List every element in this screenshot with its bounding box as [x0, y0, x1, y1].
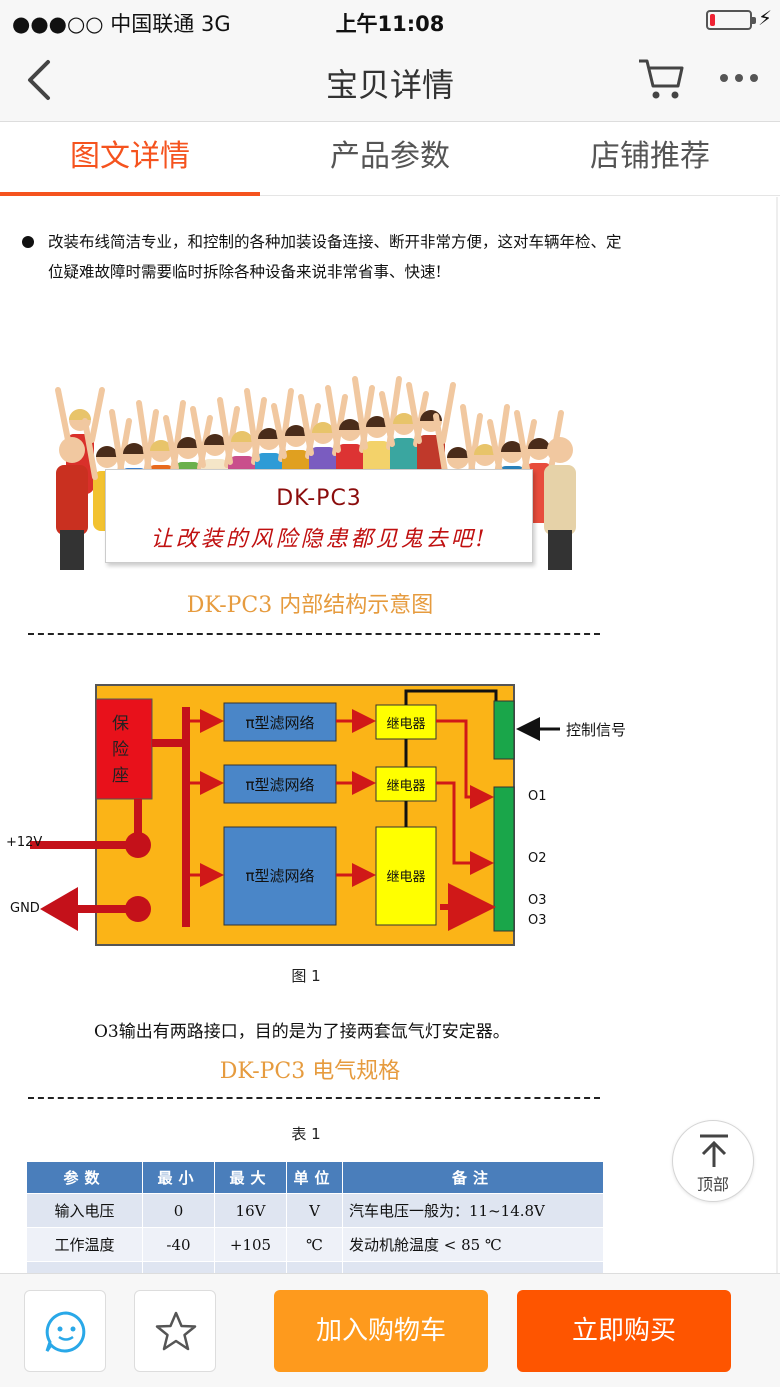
gnd-label: GND: [10, 901, 40, 916]
nav-bar: 宝贝详情: [0, 40, 780, 122]
table-header: 最大: [214, 1161, 287, 1194]
relay-label-2: 继电器: [386, 779, 426, 794]
output-o3b: O3: [528, 913, 547, 928]
back-button[interactable]: [22, 58, 62, 102]
output-o3a: O3: [528, 893, 547, 908]
plus12v-label: +12V: [6, 835, 43, 850]
table-header: 单位: [286, 1161, 343, 1194]
chevron-left-icon: [28, 60, 50, 100]
table-cell: 工作温度: [26, 1227, 143, 1262]
detail-tabs: 图文详情 产品参数 店铺推荐: [0, 122, 780, 196]
clock: 上午11:08: [335, 12, 445, 36]
table-cell: 16V: [214, 1193, 287, 1228]
output-o2: O2: [528, 851, 547, 866]
add-to-cart-button[interactable]: 加入购物车: [274, 1290, 488, 1372]
charging-icon: ⚡: [757, 6, 772, 30]
table-cell: ℃: [286, 1227, 343, 1262]
table-row: [26, 1261, 604, 1273]
filter-label-2: π型滤网络: [245, 776, 315, 794]
table-row: 输入电压 0 16V V 汽车电压一般为：11~14.8V: [26, 1193, 604, 1228]
table-cell: 发动机舱温度 < 85 ℃: [342, 1227, 604, 1262]
table-cell: 输入电压: [26, 1193, 143, 1228]
tab-graphic-details[interactable]: 图文详情: [0, 122, 260, 196]
filter-label-3: π型滤网络: [245, 867, 315, 885]
carrier-signal: ●●●○○ 中国联通 3G: [12, 12, 231, 36]
divider: [28, 1097, 600, 1099]
arrow-up-icon: [700, 1134, 728, 1167]
divider: [28, 633, 600, 635]
table-header: 参数: [26, 1161, 143, 1194]
banner-slogan: 让改装的风险隐患都见鬼去吧!: [150, 527, 488, 552]
tab-product-params[interactable]: 产品参数: [330, 139, 450, 174]
relay-label-1: 继电器: [386, 717, 426, 732]
favorite-button[interactable]: [134, 1290, 216, 1372]
relay-label-3: 继电器: [386, 870, 426, 885]
cart-button[interactable]: [636, 56, 686, 102]
back-to-top-button[interactable]: 顶部: [672, 1120, 754, 1202]
spec-table: 参数 最小 最大 单位 备注 输入电压 0 16V V 汽车电压一般为：11~1…: [26, 1161, 604, 1273]
table-cell: +105: [214, 1227, 287, 1262]
filter-label-1: π型滤网络: [245, 714, 315, 732]
tab-shop-recommend[interactable]: 店铺推荐: [590, 139, 710, 174]
fuse-label: 保险座: [112, 714, 129, 786]
battery-icon: [706, 10, 756, 30]
more-icon: [720, 74, 758, 82]
structure-diagram: 保险座 π型滤网络 π型滤网络 π型滤网络 继电器 继电器 继电器 控制信号 +…: [0, 677, 640, 987]
table-cell: -40: [142, 1227, 215, 1262]
control-signal-label: 控制信号: [566, 721, 627, 739]
table-cell: 0: [142, 1193, 215, 1228]
bottom-action-bar: 加入购物车 立即购买: [0, 1273, 780, 1387]
table-row: 工作温度 -40 +105 ℃ 发动机舱温度 < 85 ℃: [26, 1227, 604, 1262]
table-cell: V: [286, 1193, 343, 1228]
intro-text: 改装布线简洁专业，和控制的各种加装设备连接、断开非常方便，这对车辆年检、定位疑难…: [48, 233, 622, 281]
page-title: 宝贝详情: [325, 66, 454, 104]
output-o1: O1: [528, 789, 547, 804]
output-note: O3输出有两路接口，目的是为了接两套氙气灯安定器。: [94, 1022, 510, 1042]
table-cell: 汽车电压一般为：11~14.8V: [342, 1193, 604, 1228]
table-header: 备注: [342, 1161, 604, 1194]
more-menu-button[interactable]: [716, 66, 762, 90]
banner-model: DK-PC3: [276, 486, 362, 511]
section-title-electrical: DK-PC3 电气规格: [219, 1059, 401, 1084]
star-icon: [155, 1311, 197, 1351]
bullet-icon: [22, 236, 34, 248]
table-caption: 表 1: [291, 1125, 321, 1143]
figure-caption: 图 1: [291, 967, 321, 985]
back-to-top-label: 顶部: [696, 1175, 729, 1194]
section-title-structure: DK-PC3 内部结构示意图: [186, 593, 434, 618]
status-bar: ●●●○○ 中国联通 3G 上午11:08 ⚡: [0, 0, 780, 40]
customer-service-button[interactable]: [24, 1290, 106, 1372]
intro-paragraph: 改装布线简洁专业，和控制的各种加装设备连接、断开非常方便，这对车辆年检、定位疑难…: [22, 227, 622, 287]
chat-face-icon: [45, 1311, 86, 1353]
table-header: 最小: [142, 1161, 215, 1194]
cart-icon: [639, 59, 684, 99]
detail-content[interactable]: 改装布线简洁专业，和控制的各种加装设备连接、断开非常方便，这对车辆年检、定位疑难…: [0, 197, 780, 1273]
promo-banner: DK-PC3 让改装的风险隐患都见鬼去吧!: [105, 469, 533, 563]
buy-now-button[interactable]: 立即购买: [517, 1290, 731, 1372]
